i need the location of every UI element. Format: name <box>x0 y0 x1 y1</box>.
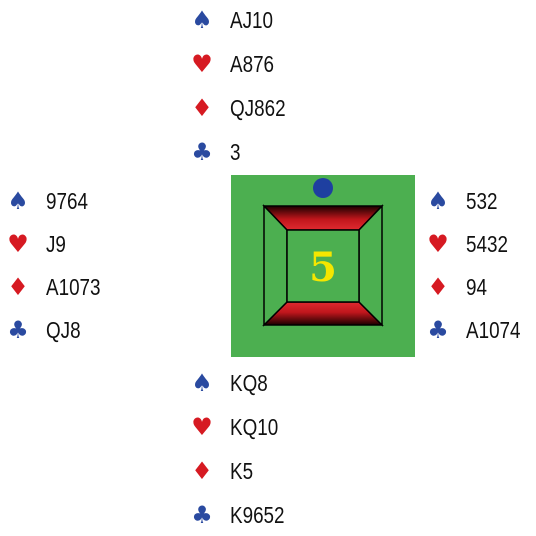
south-hearts-row: ♥ KQ10 <box>188 407 289 447</box>
west-spades-cards: 9764 <box>46 187 88 214</box>
west-diamonds-row: ♦ A1073 <box>4 267 113 307</box>
west-hearts-cards: J9 <box>46 230 66 257</box>
heart-icon: ♥ <box>191 50 213 78</box>
east-spades-cards: 532 <box>466 187 498 214</box>
west-hearts-row: ♥ J9 <box>4 224 70 264</box>
board-number: 5 <box>309 244 337 291</box>
west-diamonds-cards: A1073 <box>46 273 101 300</box>
north-clubs-cards: 3 <box>230 138 241 165</box>
north-clubs-row: ♣ 3 <box>188 132 243 172</box>
south-clubs-row: ♣ K9652 <box>188 495 297 535</box>
diamond-icon: ♦ <box>427 273 449 301</box>
west-spades-row: ♠ 9764 <box>4 181 97 221</box>
heart-icon: ♥ <box>7 230 29 258</box>
south-diamonds-row: ♦ K5 <box>188 451 258 491</box>
center-square <box>286 229 360 303</box>
bridge-table: 5 <box>231 175 415 357</box>
north-spades-cards: AJ10 <box>230 6 273 33</box>
board-indicator: 5 <box>231 175 415 357</box>
north-diamonds-cards: QJ862 <box>230 94 286 121</box>
north-spades-row: ♠ AJ10 <box>188 0 282 40</box>
south-clubs-cards: K9652 <box>230 501 285 528</box>
east-spades-row: ♠ 532 <box>424 181 504 221</box>
spade-icon: ♠ <box>7 187 29 215</box>
heart-icon: ♥ <box>427 230 449 258</box>
spade-icon: ♠ <box>191 6 213 34</box>
south-spades-cards: KQ8 <box>230 369 268 396</box>
diamond-icon: ♦ <box>191 457 213 485</box>
east-diamonds-row: ♦ 94 <box>424 267 492 307</box>
south-hearts-cards: KQ10 <box>230 413 279 440</box>
spade-icon: ♠ <box>427 187 449 215</box>
west-clubs-row: ♣ QJ8 <box>4 310 88 350</box>
east-clubs-row: ♣ A1074 <box>424 310 533 350</box>
north-hearts-row: ♥ A876 <box>188 44 284 84</box>
club-icon: ♣ <box>427 316 449 344</box>
south-spades-row: ♠ KQ8 <box>188 363 276 403</box>
dealer-marker <box>313 178 333 198</box>
club-icon: ♣ <box>191 138 213 166</box>
south-diamonds-cards: K5 <box>230 457 254 484</box>
east-diamonds-cards: 94 <box>466 273 487 300</box>
west-clubs-cards: QJ8 <box>46 316 81 343</box>
club-icon: ♣ <box>191 501 213 529</box>
east-hearts-row: ♥ 5432 <box>424 224 517 264</box>
north-hearts-cards: A876 <box>230 50 275 77</box>
diamond-icon: ♦ <box>191 94 213 122</box>
club-icon: ♣ <box>7 316 29 344</box>
heart-icon: ♥ <box>191 413 213 441</box>
diamond-icon: ♦ <box>7 273 29 301</box>
north-diamonds-row: ♦ QJ862 <box>188 88 298 128</box>
east-hearts-cards: 5432 <box>466 230 508 257</box>
spade-icon: ♠ <box>191 369 213 397</box>
east-clubs-cards: A1074 <box>466 316 521 343</box>
